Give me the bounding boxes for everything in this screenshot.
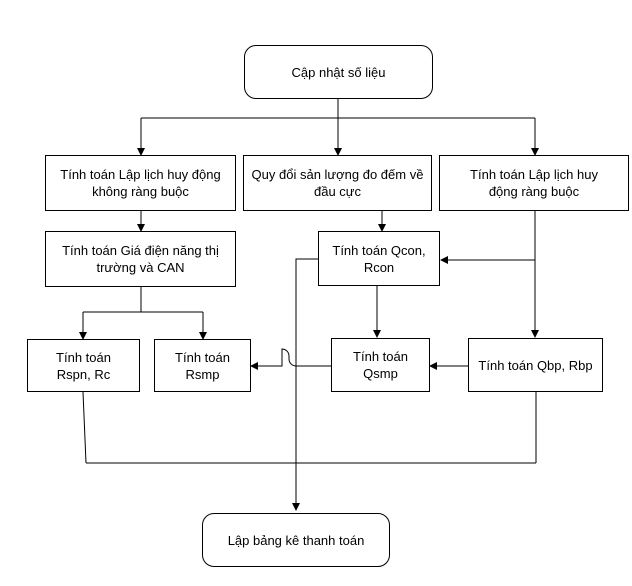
qbp-node: Tính toán Qbp, Rbp xyxy=(468,338,603,392)
qcon-node: Tính toán Qcon, Rcon xyxy=(318,231,440,286)
rsmp-node: Tính toán Rsmp xyxy=(154,339,251,392)
end-node: Lập bảng kê thanh toán xyxy=(202,513,390,567)
constrained-schedule-node: Tính toán Lập lịch huy động ràng buộc xyxy=(439,155,629,211)
connector-rspn-down xyxy=(82,391,87,464)
qsmp-node: Tính toán Qsmp xyxy=(331,338,430,392)
market-price-node: Tính toán Giá điện năng thị trường và CA… xyxy=(45,231,236,287)
unconstrained-schedule-node: Tính toán Lập lịch huy động không ràng b… xyxy=(45,155,236,211)
start-node: Cập nhật số liệu xyxy=(244,45,433,99)
convert-output-node: Quy đổi sản lượng đo đếm về đầu cực xyxy=(243,155,432,211)
arrow-qsmp-to-rsmp xyxy=(250,348,331,370)
arrow-qcon-to-end xyxy=(292,258,318,511)
rspn-node: Tính toán Rspn, Rc xyxy=(27,339,140,392)
